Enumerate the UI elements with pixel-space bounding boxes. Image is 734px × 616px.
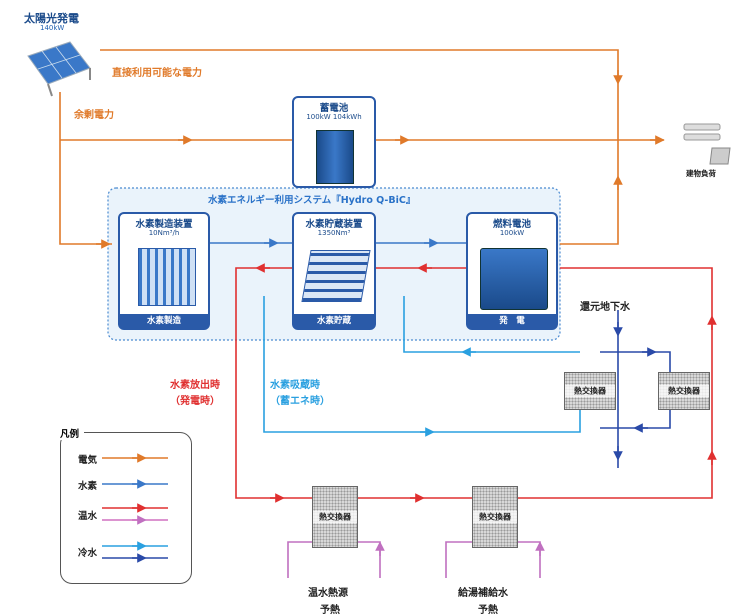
solar-title: 太陽光発電 bbox=[24, 12, 79, 25]
legend-hot-water-label: 温水 bbox=[78, 511, 98, 522]
fuel-cell-equipment-icon bbox=[480, 248, 548, 310]
surplus-power-label: 余剰電力 bbox=[74, 110, 114, 121]
heat-exchanger-4: 熱交換器 bbox=[472, 486, 518, 548]
supply-water-preheat-sub-label: 予熱 bbox=[478, 605, 498, 616]
h2-release-sub-label: （発電時） bbox=[170, 396, 220, 407]
cold-water-lines bbox=[263, 296, 671, 468]
building-load-label: 建物負荷 bbox=[686, 169, 716, 178]
heat-exchanger-1: 熱交換器 bbox=[564, 372, 616, 410]
fuel-cell-footer: 発 電 bbox=[468, 314, 556, 328]
legend-lines bbox=[102, 453, 168, 563]
h2-absorb-sub-label: （蓄エネ時） bbox=[270, 396, 330, 407]
h2-release-label: 水素放出時 bbox=[170, 380, 220, 391]
h2-production-title: 水素製造装置 bbox=[135, 219, 193, 230]
solar-capacity: 140kW bbox=[40, 24, 65, 32]
heat-exchanger-2: 熱交換器 bbox=[658, 372, 710, 410]
battery-cabinet-icon bbox=[316, 130, 354, 184]
battery-capacity: 100kW 104kWh bbox=[306, 113, 362, 121]
battery-box: 蓄電池 100kW 104kWh bbox=[292, 96, 376, 188]
hot-water-preheat-label: 温水熱源 bbox=[308, 588, 348, 599]
heat-exchanger-4-label: 熱交換器 bbox=[473, 510, 517, 524]
supply-water-preheat-label: 給湯補給水 bbox=[458, 588, 508, 599]
returned-groundwater-label: 還元地下水 bbox=[580, 302, 630, 313]
preheat-lines bbox=[287, 541, 545, 578]
heat-exchanger-3-label: 熱交換器 bbox=[313, 510, 357, 524]
direct-power-label: 直接利用可能な電力 bbox=[112, 68, 202, 79]
legend-hydrogen-label: 水素 bbox=[78, 481, 98, 492]
solar-panel-icon bbox=[27, 41, 91, 97]
h2-production-unit: 水素製造装置 10Nm³/h 水素製造 bbox=[118, 212, 210, 330]
h2-storage-unit: 水素貯蔵装置 1350Nm³ 水素貯蔵 bbox=[292, 212, 376, 330]
h2-production-footer: 水素製造 bbox=[120, 314, 208, 328]
h2-production-capacity: 10Nm³/h bbox=[148, 229, 180, 237]
fuel-cell-title: 燃料電池 bbox=[492, 219, 531, 230]
h2-storage-equipment-icon bbox=[301, 250, 371, 302]
legend-cold-water-label: 冷水 bbox=[78, 548, 98, 559]
building-load-icon bbox=[683, 123, 731, 165]
battery-title: 蓄電池 bbox=[319, 103, 349, 114]
h2-production-equipment-icon bbox=[138, 248, 196, 306]
heat-exchanger-2-label: 熱交換器 bbox=[659, 384, 709, 398]
hot-water-preheat-sub-label: 予熱 bbox=[320, 605, 340, 616]
heat-exchanger-3: 熱交換器 bbox=[312, 486, 358, 548]
heat-exchanger-1-label: 熱交換器 bbox=[565, 384, 615, 398]
fuel-cell-unit: 燃料電池 100kW 発 電 bbox=[466, 212, 558, 330]
h2-storage-capacity: 1350Nm³ bbox=[317, 229, 351, 237]
h2-storage-footer: 水素貯蔵 bbox=[294, 314, 374, 328]
h2-absorb-label: 水素吸蔵時 bbox=[270, 380, 320, 391]
h2-storage-title: 水素貯蔵装置 bbox=[305, 219, 363, 230]
legend-title: 凡例 bbox=[55, 426, 85, 440]
fuel-cell-capacity: 100kW bbox=[499, 229, 525, 237]
legend-electricity-label: 電気 bbox=[78, 455, 98, 466]
system-title: 水素エネルギー利用システム『Hydro Q-BiC』 bbox=[208, 195, 416, 206]
